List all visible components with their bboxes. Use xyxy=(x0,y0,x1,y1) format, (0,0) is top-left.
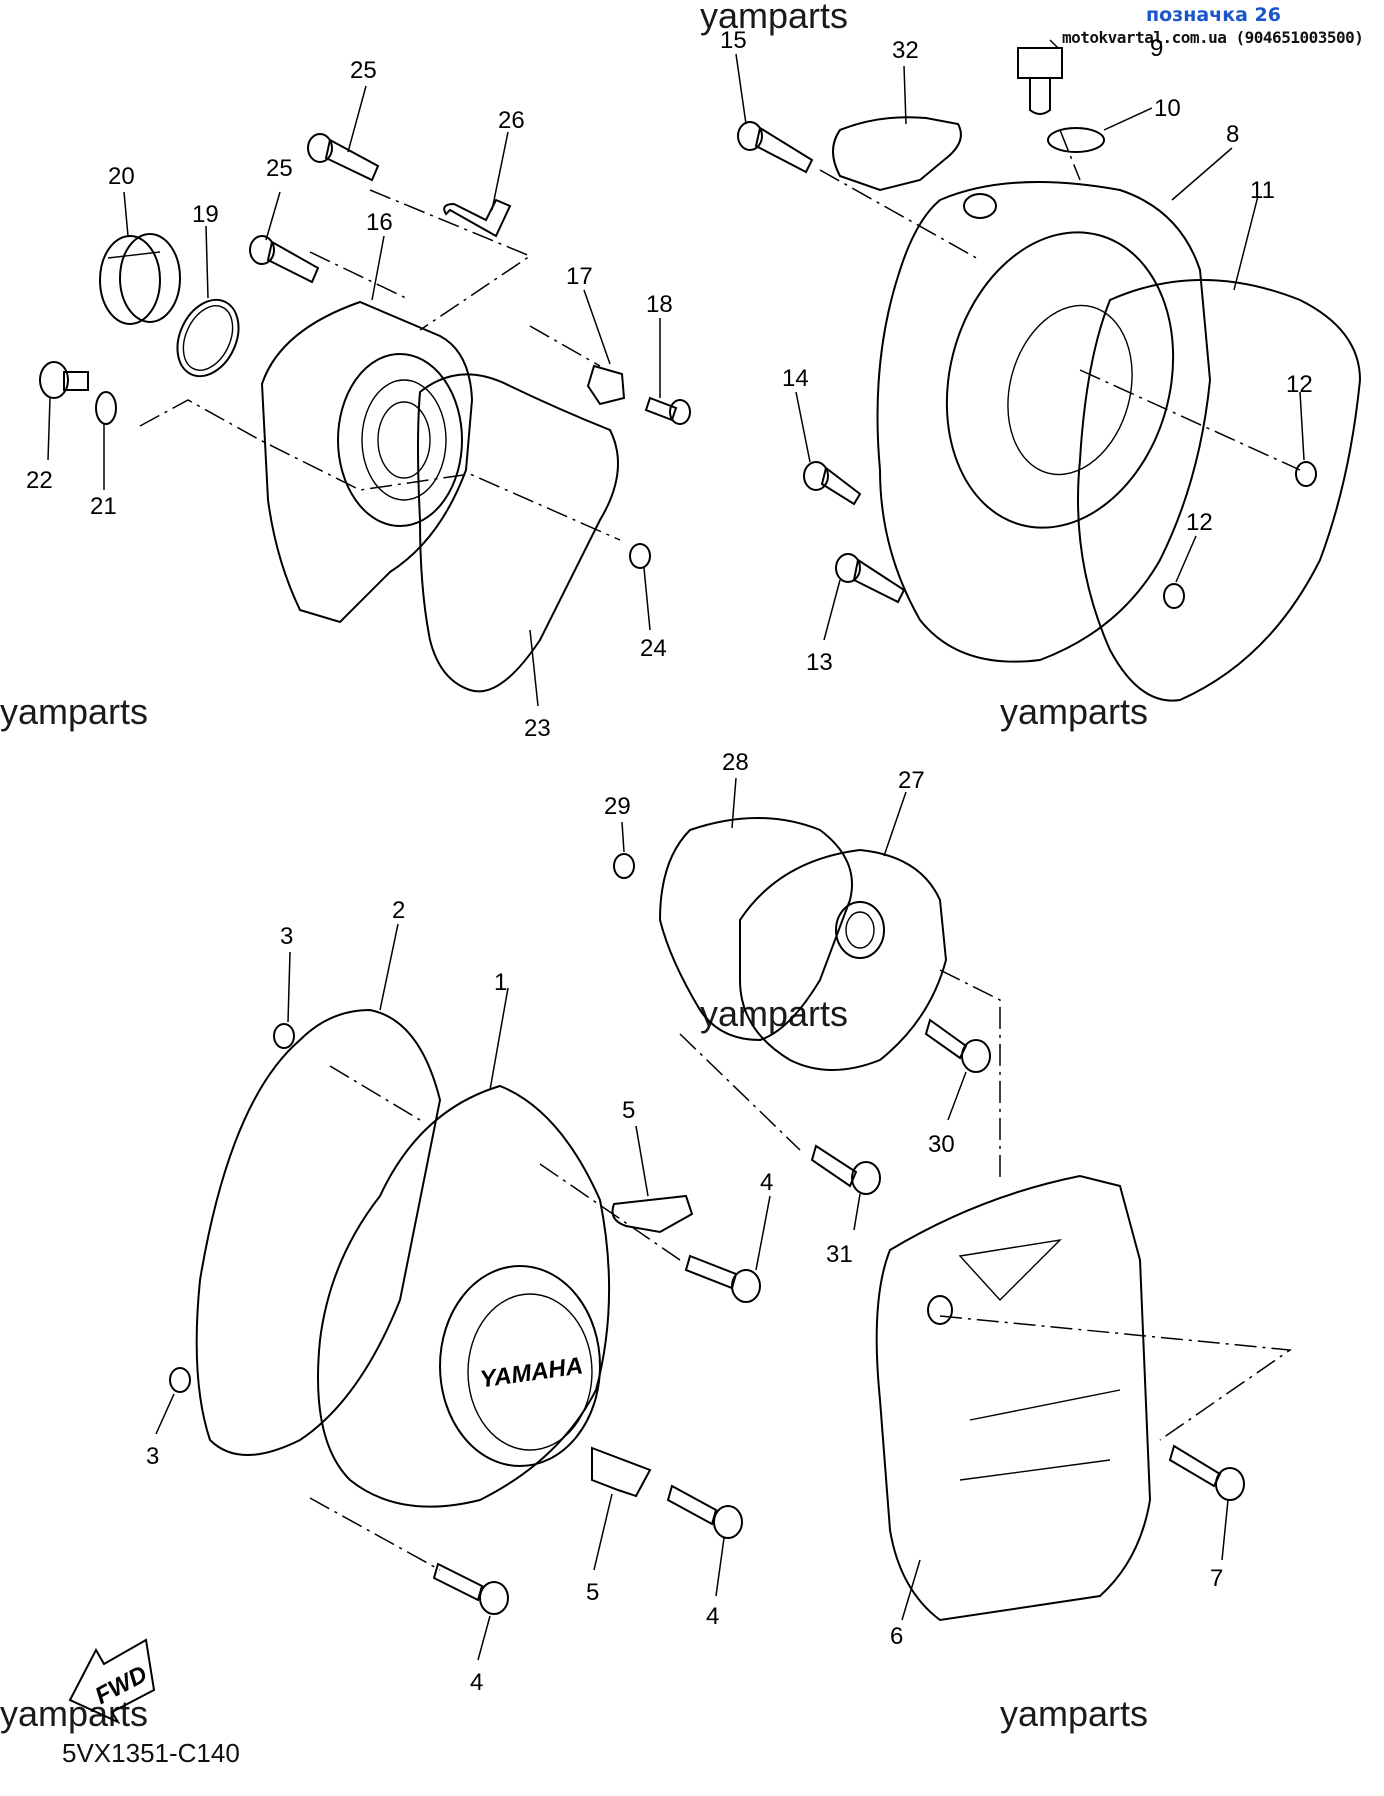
plug-part-20 xyxy=(99,233,181,325)
callout-18: 18 xyxy=(646,291,673,318)
callout-11: 11 xyxy=(1250,177,1275,204)
bolt-part-4c xyxy=(432,1562,509,1615)
pickup-cover-group xyxy=(39,133,691,693)
sprocket-cover-group xyxy=(613,817,1293,1622)
callout-14: 14 xyxy=(782,365,809,392)
callout-5: 5 xyxy=(622,1097,635,1124)
callout-31: 31 xyxy=(826,1241,853,1268)
callout-9: 9 xyxy=(1150,35,1163,62)
filler-plug-part-9 xyxy=(1017,47,1063,115)
callout-19: 19 xyxy=(192,201,219,228)
dowel-part-12b xyxy=(1163,583,1185,609)
watermark: yamparts xyxy=(700,0,848,36)
callout-32: 32 xyxy=(892,37,919,64)
clamp-part-5a xyxy=(611,1194,694,1234)
callout-13: 13 xyxy=(806,649,833,676)
callout-3: 3 xyxy=(146,1443,159,1470)
callout-27: 27 xyxy=(898,767,925,794)
leader-lines xyxy=(47,39,1305,1661)
bolt-part-14 xyxy=(803,461,862,506)
generator-cover-part-1: YAMAHA xyxy=(317,1084,611,1508)
sprocket-cover-part-6 xyxy=(875,1174,1152,1622)
callout-8: 8 xyxy=(1226,121,1239,148)
callout-22: 22 xyxy=(26,467,53,494)
callout-12: 12 xyxy=(1286,371,1313,398)
callout-2: 2 xyxy=(392,897,405,924)
callout-15: 15 xyxy=(720,27,747,54)
yamaha-logo: YAMAHA xyxy=(478,1352,584,1393)
catalog-code: 5VX1351-C140 xyxy=(62,1738,240,1768)
gasket-part-23 xyxy=(417,373,619,693)
dowel-part-12a xyxy=(1295,461,1317,487)
watermark: yamparts xyxy=(1000,1693,1148,1734)
gasket-part-2 xyxy=(195,1008,442,1456)
source-site: motokvartal.com.ua (904651003500) xyxy=(1062,28,1364,47)
callout-1: 1 xyxy=(494,969,507,996)
callout-5: 5 xyxy=(586,1579,599,1606)
cover-part-27 xyxy=(739,848,948,1071)
bolt-part-30 xyxy=(924,1018,991,1073)
bolt-part-7 xyxy=(1168,1444,1245,1501)
bolt-part-22 xyxy=(39,361,89,399)
watermark: yamparts xyxy=(1000,691,1148,732)
callout-23: 23 xyxy=(524,715,551,742)
watermark: yamparts xyxy=(700,993,848,1034)
o-ring-part-10 xyxy=(1047,127,1105,153)
callout-4: 4 xyxy=(470,1669,483,1696)
dowel-part-24 xyxy=(629,543,651,569)
gasket-part-11 xyxy=(1077,279,1362,702)
gasket-part-28 xyxy=(658,817,853,1042)
callout-29: 29 xyxy=(604,793,631,820)
clutch-cover-part-8 xyxy=(876,181,1212,663)
callout-4: 4 xyxy=(760,1169,773,1196)
dowel-part-3a xyxy=(273,1023,295,1049)
callout-7: 7 xyxy=(1210,1565,1223,1592)
bolt-part-25b xyxy=(249,235,320,284)
clamp-part-17 xyxy=(586,364,626,406)
bolt-part-4b xyxy=(666,1484,743,1539)
bolt-part-13 xyxy=(835,553,906,604)
callout-12: 12 xyxy=(1186,509,1213,536)
dowel-part-3b xyxy=(169,1367,191,1393)
generator-cover-group: YAMAHA xyxy=(169,1008,761,1615)
callout-24: 24 xyxy=(640,635,667,662)
callout-21: 21 xyxy=(90,493,117,520)
diagram-tag: позначка 26 xyxy=(1146,4,1281,26)
washer-part-21 xyxy=(95,391,117,425)
screw-part-18 xyxy=(644,396,691,425)
o-ring-part-19 xyxy=(176,298,240,378)
part-callouts: 1 2 3 3 4 4 4 5 5 6 7 8 9 10 11 12 12 13… xyxy=(26,27,1313,1696)
bolt-part-4a xyxy=(684,1254,761,1303)
callout-25: 25 xyxy=(350,57,377,84)
bolt-part-15 xyxy=(737,121,814,174)
callout-16: 16 xyxy=(366,209,393,236)
dowel-part-29 xyxy=(613,853,635,879)
callout-10: 10 xyxy=(1154,95,1181,122)
callout-25: 25 xyxy=(266,155,293,182)
callout-26: 26 xyxy=(498,107,525,134)
clutch-cover-group xyxy=(737,47,1362,702)
callout-3: 3 xyxy=(280,923,293,950)
watermark: yamparts xyxy=(0,691,148,732)
callout-30: 30 xyxy=(928,1131,955,1158)
bolt-part-25a xyxy=(307,133,380,182)
callout-20: 20 xyxy=(108,163,135,190)
callout-28: 28 xyxy=(722,749,749,776)
bolt-part-31 xyxy=(810,1144,881,1195)
bracket-part-32 xyxy=(832,116,962,192)
callout-6: 6 xyxy=(890,1623,903,1650)
callout-17: 17 xyxy=(566,263,593,290)
watermark: yamparts xyxy=(0,1693,148,1734)
clamp-part-26 xyxy=(443,198,512,238)
clamp-part-5b xyxy=(591,1446,652,1498)
callout-4: 4 xyxy=(706,1603,719,1630)
pickup-cover-part-16 xyxy=(260,300,474,624)
